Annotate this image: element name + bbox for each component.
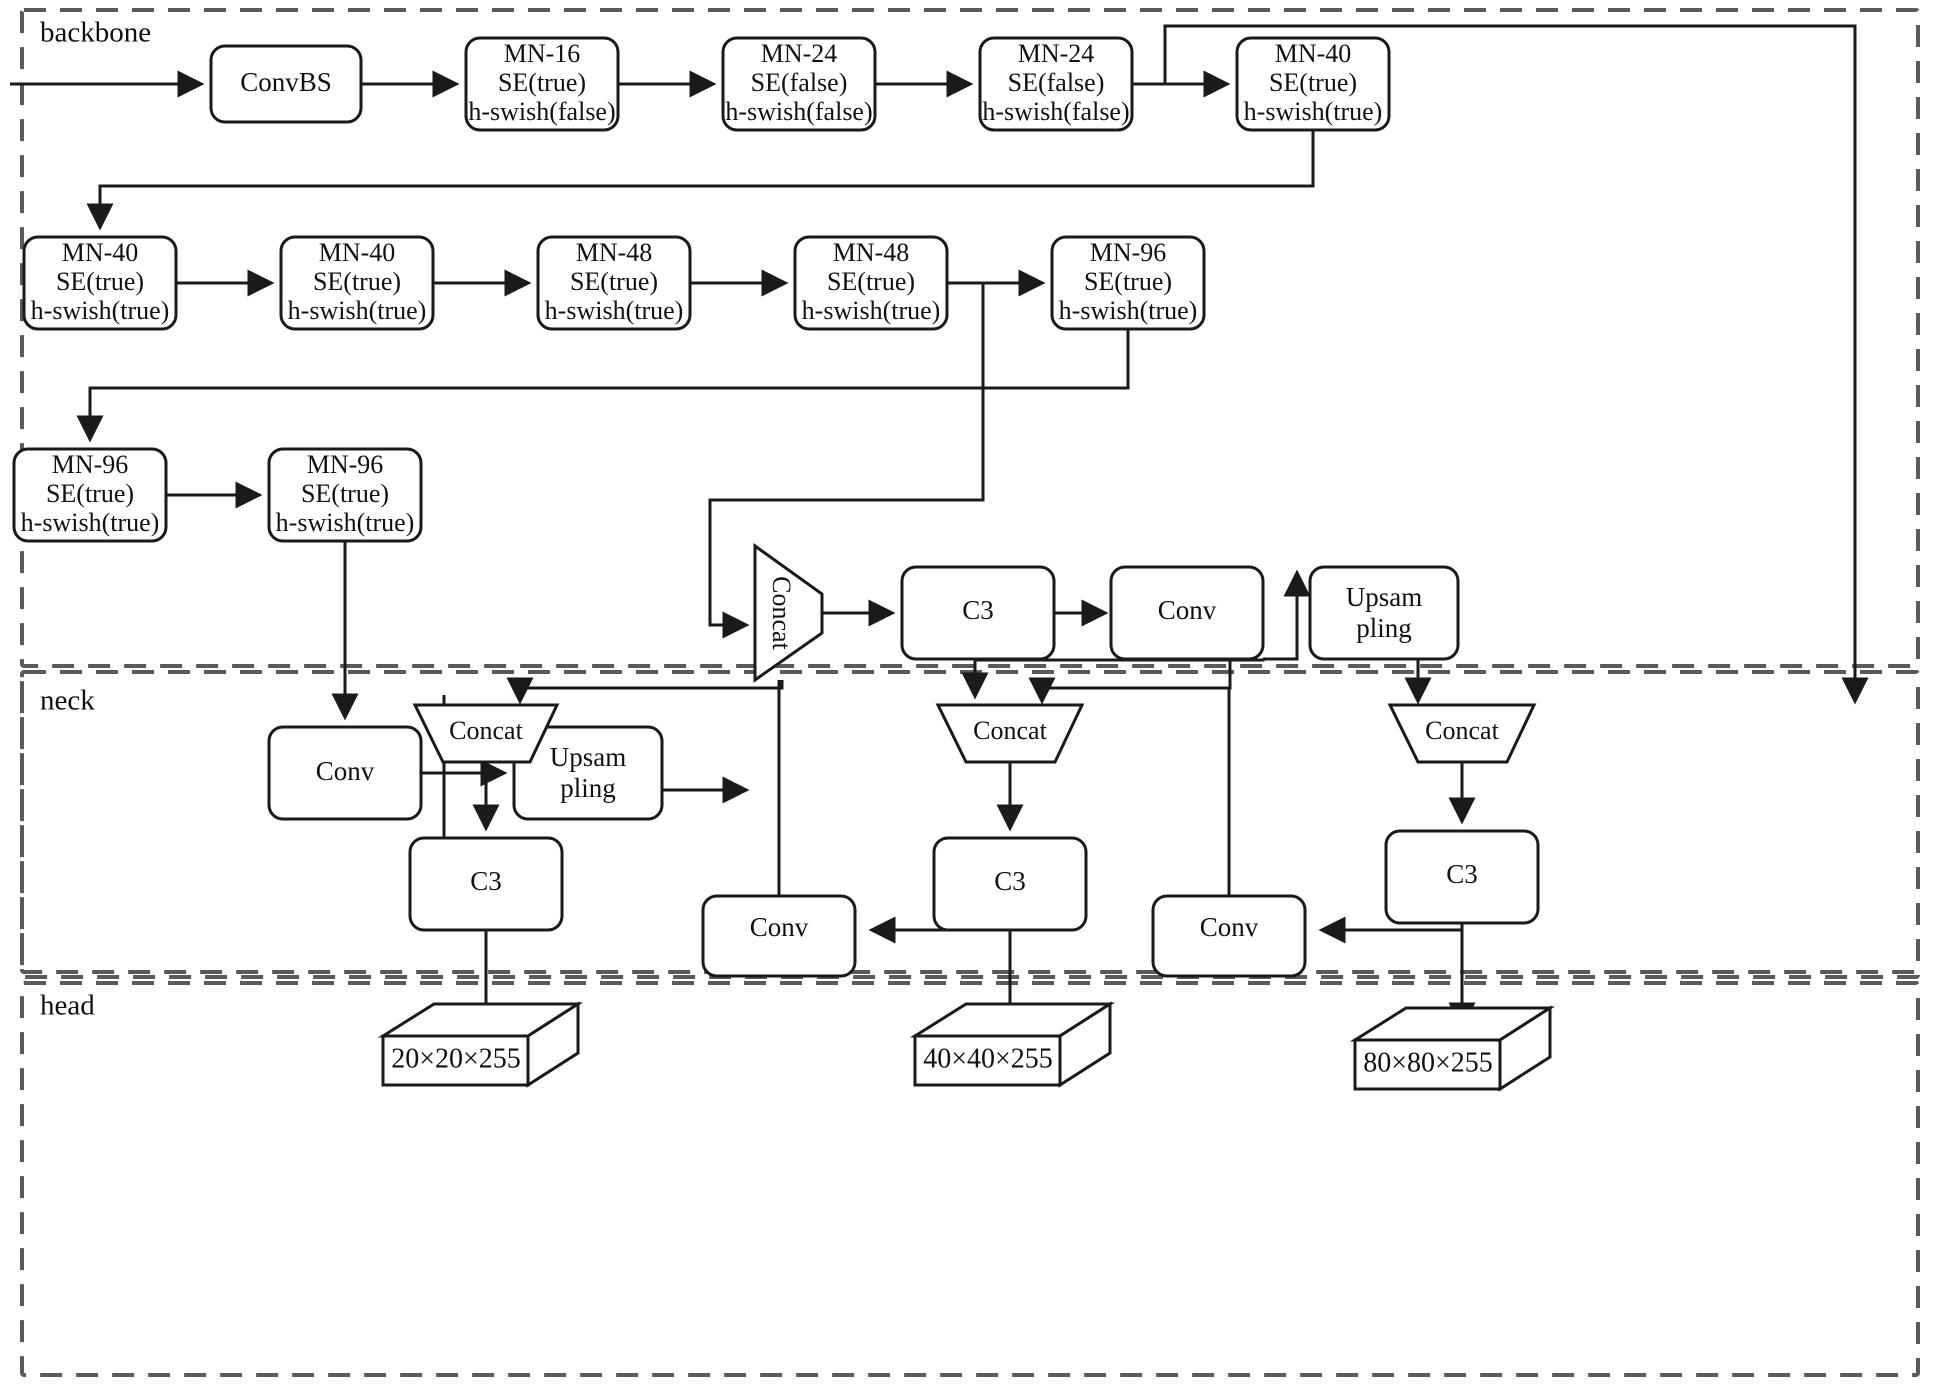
node-c3-right-label: C3 <box>1446 859 1478 889</box>
node-mn96c-line3: h-swish(true) <box>276 508 415 537</box>
group-backbone <box>20 8 1920 668</box>
edge-mn40a-mn40b <box>86 130 1315 231</box>
node-concat-d3[interactable] <box>1387 703 1537 764</box>
node-mn40c-line1: MN-40 <box>319 238 396 267</box>
node-mn96b-line3: h-swish(true) <box>21 508 160 537</box>
group-label-neck: neck <box>40 685 95 717</box>
output-label-80: 80×80×255 <box>1363 1047 1493 1078</box>
node-conv2-label: Conv <box>1158 595 1217 625</box>
node-mn24b-line2: SE(false) <box>1008 68 1105 97</box>
group-label-backbone: backbone <box>40 17 151 49</box>
node-conv3-label: Conv <box>750 912 809 942</box>
node-mn40c-line2: SE(true) <box>313 267 401 296</box>
edge-long-to-concatd1 <box>506 677 784 705</box>
node-mn24b-line1: MN-24 <box>1018 39 1095 68</box>
node-mn16-line2: SE(true) <box>498 68 586 97</box>
group-label-head: head <box>40 990 95 1022</box>
node-c3-top-label: C3 <box>962 595 994 625</box>
node-mn40b-line3: h-swish(true) <box>31 296 170 325</box>
node-mn96a-line2: SE(true) <box>1084 267 1172 296</box>
output-cuboid-80-front <box>1353 1038 1502 1091</box>
node-c3-mid-label: C3 <box>994 866 1026 896</box>
node-mn48b-line1: MN-48 <box>833 238 910 267</box>
node-concat-d1-label: Concat <box>449 716 523 745</box>
node-mn48b-line3: h-swish(true) <box>802 296 941 325</box>
node-ups2[interactable] <box>1308 565 1460 661</box>
edge-conv3-to-concatd2 <box>1028 660 1232 705</box>
node-concat-d2-label: Concat <box>973 716 1047 745</box>
output-cuboid-40-front <box>913 1034 1062 1087</box>
group-neck-lower <box>20 670 1920 979</box>
node-mn40c-line3: h-swish(true) <box>288 296 427 325</box>
output-label-40: 40×40×255 <box>923 1043 1053 1074</box>
node-mn24a-line3: h-swish(false) <box>725 97 872 126</box>
node-mn40a-line3: h-swish(true) <box>1244 97 1383 126</box>
node-mn24a-line1: MN-24 <box>761 39 838 68</box>
group-head <box>20 981 1920 1377</box>
node-mn96b-line1: MN-96 <box>52 450 129 479</box>
node-ups2-line1: Upsam <box>1346 582 1423 612</box>
node-concat-v1-label: Concat <box>767 576 796 650</box>
node-mn16-line1: MN-16 <box>504 39 581 68</box>
node-concat-d3-label: Concat <box>1425 716 1499 745</box>
edge-mn96a-mn96b <box>76 329 1130 443</box>
node-mn96b-line2: SE(true) <box>46 479 134 508</box>
node-mn40a-line1: MN-40 <box>1275 39 1352 68</box>
node-mn48a-line3: h-swish(true) <box>545 296 684 325</box>
node-mn96c-line2: SE(true) <box>301 479 389 508</box>
node-ups1[interactable] <box>512 725 664 821</box>
node-ups1-line2: pling <box>560 773 616 803</box>
node-mn96c-line1: MN-96 <box>307 450 384 479</box>
node-c3-left-label: C3 <box>470 866 502 896</box>
node-mn16-line3: h-swish(false) <box>468 97 615 126</box>
node-concat-d2[interactable] <box>935 703 1085 764</box>
output-cuboid-20-front <box>381 1034 530 1087</box>
node-mn24b-line3: h-swish(false) <box>982 97 1129 126</box>
node-mn40b-line2: SE(true) <box>56 267 144 296</box>
node-mn24a-line2: SE(false) <box>751 68 848 97</box>
node-mn96a-line1: MN-96 <box>1090 238 1167 267</box>
node-mn48b-line2: SE(true) <box>827 267 915 296</box>
node-mn48a-line2: SE(true) <box>570 267 658 296</box>
node-mn48a-line1: MN-48 <box>576 238 653 267</box>
edge-conv2-branch-concatd2 <box>961 658 1265 700</box>
edge-skip-mn24b-concat3 <box>1163 24 1869 705</box>
edge-conv2-ups2 <box>1263 569 1311 661</box>
node-mn40a-line2: SE(true) <box>1269 68 1357 97</box>
edge-skip-mn48b-concatv1 <box>708 283 985 639</box>
output-label-20: 20×20×255 <box>391 1043 521 1074</box>
node-ups1-line1: Upsam <box>550 742 627 772</box>
node-conv1-label: Conv <box>316 756 375 786</box>
node-ups2-line2: pling <box>1356 613 1412 643</box>
node-mn96a-line3: h-swish(true) <box>1059 296 1198 325</box>
node-convbs-label: ConvBS <box>240 67 332 97</box>
node-mn40b-line1: MN-40 <box>62 238 139 267</box>
node-conv4-label: Conv <box>1200 912 1259 942</box>
node-concat-v1-shape[interactable] <box>753 543 824 683</box>
node-concat-d1[interactable] <box>412 703 560 764</box>
